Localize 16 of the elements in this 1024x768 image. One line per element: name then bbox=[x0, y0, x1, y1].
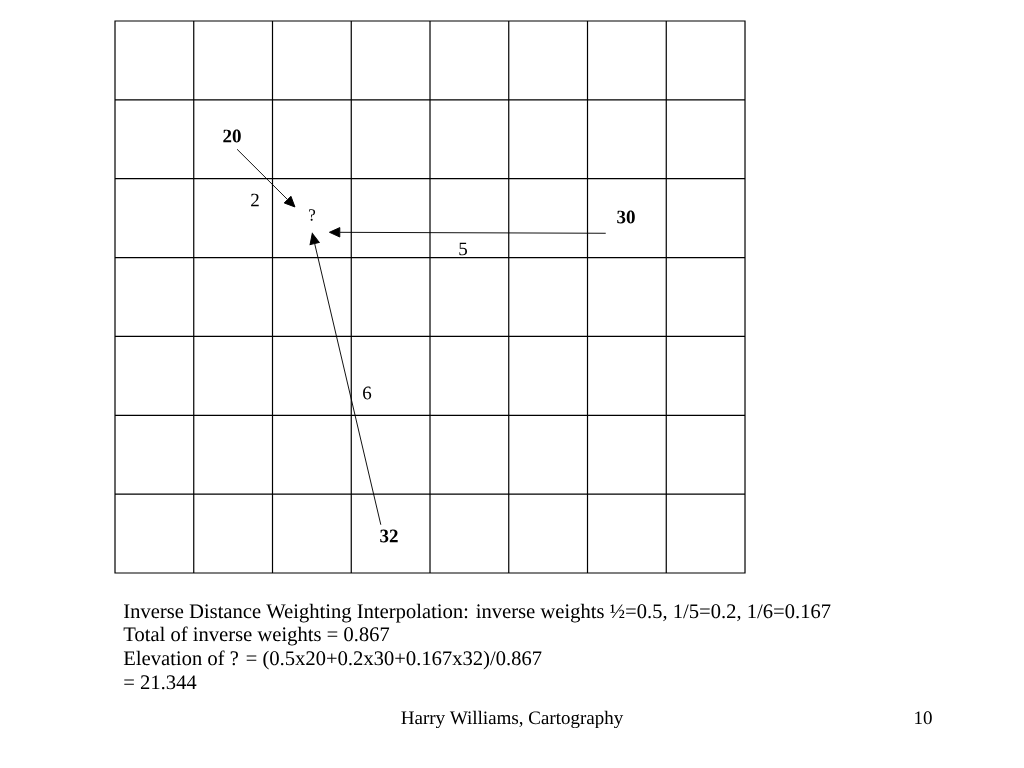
formula-text: Inverse Distance Weighting Interpolation: inverse weights ½=0.5, 1/5=0.2, 1/6=0.167 bbox=[124, 603, 831, 623]
edge-label: 6 bbox=[360, 385, 374, 401]
elevation-value: 32 bbox=[380, 529, 398, 543]
page-number: 10 bbox=[915, 711, 932, 725]
edge-label: 5 bbox=[456, 241, 470, 257]
edge-label: 2 bbox=[248, 192, 262, 208]
elevation-value: 30 bbox=[617, 210, 635, 224]
arrow bbox=[328, 227, 607, 238]
arrow bbox=[309, 232, 382, 526]
elevation-value: 20 bbox=[223, 129, 241, 143]
arrow bbox=[236, 148, 296, 208]
formula-text: Elevation of ? = (0.5x20+0.2x30+0.167x32)/0.867 bbox=[123, 650, 542, 670]
footer-text: Harry Williams, Cartography bbox=[401, 710, 624, 729]
formula-text: = 21.344 bbox=[124, 675, 197, 690]
formula-text: Total of inverse weights = 0.867 bbox=[123, 626, 390, 646]
question-mark: ? bbox=[309, 209, 316, 221]
